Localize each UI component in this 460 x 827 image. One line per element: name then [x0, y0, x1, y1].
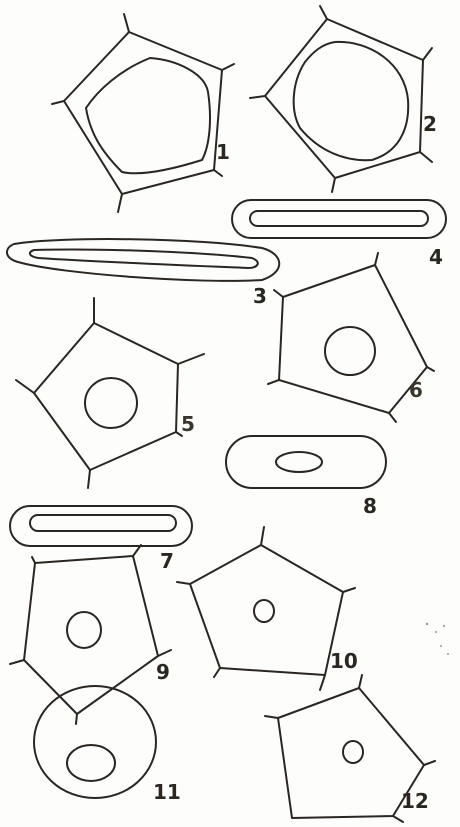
- cell-1: 1: [52, 14, 234, 212]
- label-11: 11: [153, 780, 181, 804]
- label-6: 6: [409, 378, 423, 402]
- cell-12: 12: [265, 675, 435, 822]
- label-4: 4: [429, 245, 443, 269]
- label-3: 3: [253, 284, 267, 308]
- cell-11: 11: [34, 686, 181, 804]
- cell-3: 3: [7, 239, 279, 308]
- label-5: 5: [181, 412, 195, 436]
- dust-specks: [426, 623, 449, 655]
- label-10: 10: [330, 649, 358, 673]
- label-12: 12: [401, 789, 429, 813]
- cell-6: 6: [268, 253, 434, 422]
- cell-5: 5: [16, 298, 204, 488]
- label-1: 1: [216, 140, 230, 164]
- cell-9: 9: [10, 545, 171, 724]
- cell-8: 8: [226, 436, 386, 518]
- label-7: 7: [160, 549, 174, 573]
- label-9: 9: [156, 660, 170, 684]
- cell-10: 10: [177, 527, 358, 690]
- label-2: 2: [423, 112, 437, 136]
- label-8: 8: [363, 494, 377, 518]
- cell-2: 2: [250, 6, 437, 192]
- cell-4: 4: [232, 200, 446, 269]
